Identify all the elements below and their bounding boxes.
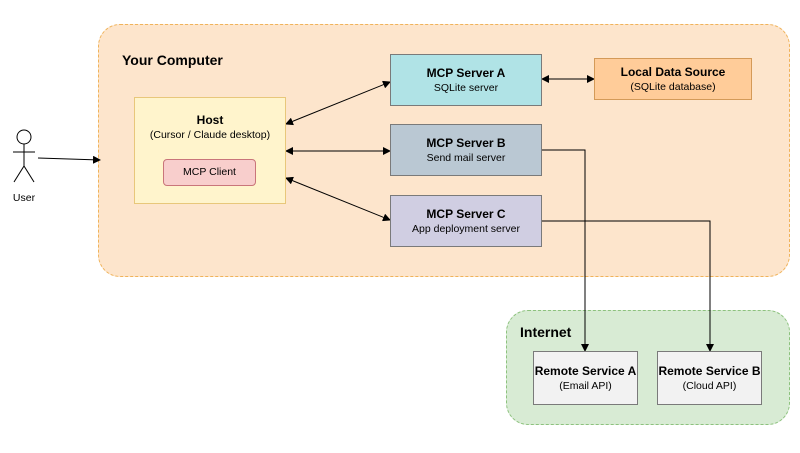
server-c-remote-b-arrow [542,220,714,352]
mcp-server-b-subtitle: Send mail server [426,152,506,164]
host-subtitle: (Cursor / Claude desktop) [149,129,271,142]
remote-service-b-box: Remote Service B (Cloud API) [657,351,762,405]
remote-service-a-box: Remote Service A (Email API) [533,351,638,405]
host-title: Host [196,113,224,127]
remote-service-b-title: Remote Service B [658,363,761,378]
mcp-server-b-box: MCP Server B Send mail server [390,124,542,176]
user-label: User [12,192,36,204]
local-data-source-subtitle: (SQLite database) [630,81,716,93]
user-actor-icon [13,129,35,183]
host-server-a-arrow [285,80,391,126]
user-to-host-arrow [37,155,101,164]
host-box: Host (Cursor / Claude desktop) [134,97,286,204]
host-server-c-arrow [285,176,391,222]
remote-service-a-subtitle: (Email API) [559,380,612,392]
mcp-server-c-title: MCP Server C [426,206,506,221]
mcp-server-c-subtitle: App deployment server [412,223,520,235]
local-data-source-box: Local Data Source (SQLite database) [594,58,752,100]
mcp-server-a-subtitle: SQLite server [433,82,499,94]
remote-service-b-subtitle: (Cloud API) [682,380,737,392]
internet-title: Internet [520,324,572,340]
mcp-client-box: MCP Client [163,159,256,186]
server-b-remote-a-arrow [542,149,589,352]
mcp-server-c-box: MCP Server C App deployment server [390,195,542,247]
mcp-client-label: MCP Client [183,166,236,179]
your-computer-title: Your Computer [122,52,223,68]
local-data-source-title: Local Data Source [620,64,726,79]
mcp-server-a-title: MCP Server A [426,65,506,80]
mcp-server-a-box: MCP Server A SQLite server [390,54,542,106]
remote-service-a-title: Remote Service A [534,363,637,378]
mcp-server-b-title: MCP Server B [426,135,506,150]
